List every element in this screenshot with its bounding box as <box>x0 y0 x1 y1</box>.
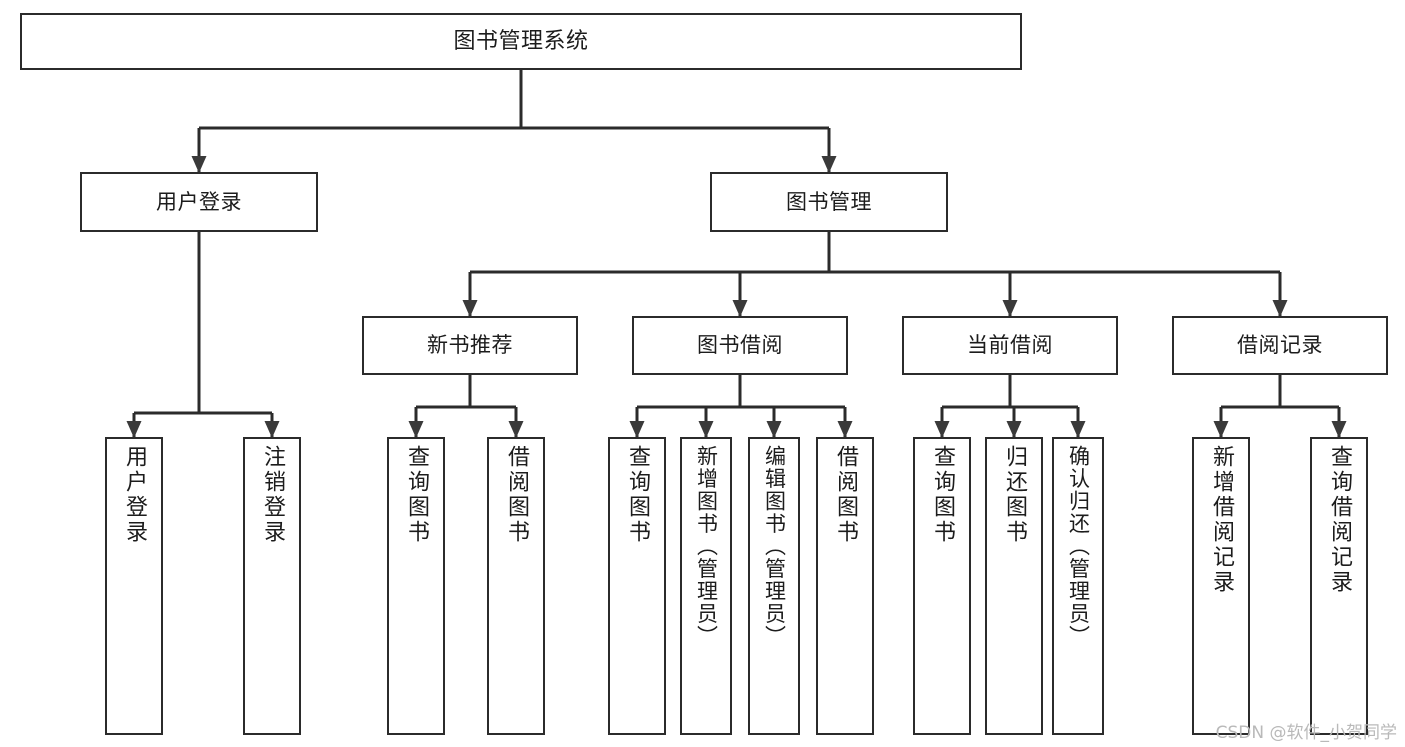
arrowhead-icon <box>1331 421 1347 438</box>
node-label: 用户登录 <box>122 445 147 545</box>
arrowhead-icon <box>766 421 782 438</box>
node-label: 查询借阅记录 <box>1327 445 1352 595</box>
arrowhead-icon <box>508 421 524 438</box>
arrowhead-icon <box>1213 421 1229 438</box>
node-label: 新增图书（管理员） <box>694 445 719 648</box>
node-label: 新书推荐 <box>427 333 513 358</box>
arrowhead-icon <box>126 421 142 438</box>
arrowhead-icon <box>837 421 853 438</box>
arrowhead-icon <box>1002 300 1018 317</box>
node-leaf-add-record[interactable]: 新增借阅记录 <box>1192 437 1250 735</box>
arrowhead-icon <box>934 421 950 438</box>
node-root[interactable]: 图书管理系统 <box>20 13 1022 70</box>
node-leaf-borrow-book-1[interactable]: 借阅图书 <box>487 437 545 735</box>
node-label: 借阅记录 <box>1237 333 1323 358</box>
node-label: 编辑图书（管理员） <box>762 445 787 648</box>
node-label: 当前借阅 <box>967 333 1053 358</box>
node-label: 确认归还（管理员） <box>1066 445 1091 648</box>
node-leaf-add-book[interactable]: 新增图书（管理员） <box>680 437 732 735</box>
node-label: 图书管理 <box>786 189 872 214</box>
node-book-borrow[interactable]: 图书借阅 <box>632 316 848 375</box>
arrowhead-icon <box>1006 421 1022 438</box>
node-label: 借阅图书 <box>504 445 529 545</box>
arrowhead-icon <box>698 421 714 438</box>
arrowhead-icon <box>1272 300 1288 317</box>
watermark: CSDN @软件_小贺同学 <box>1215 723 1397 743</box>
arrowhead-icon <box>1070 421 1086 438</box>
node-leaf-borrow-book-2[interactable]: 借阅图书 <box>816 437 874 735</box>
node-leaf-return-book[interactable]: 归还图书 <box>985 437 1043 735</box>
node-leaf-logout[interactable]: 注销登录 <box>243 437 301 735</box>
node-label: 查询图书 <box>404 445 429 545</box>
node-leaf-query-book-1[interactable]: 查询图书 <box>387 437 445 735</box>
arrowhead-icon <box>462 300 478 317</box>
arrowhead-icon <box>732 300 748 317</box>
node-label: 查询图书 <box>930 445 955 545</box>
node-leaf-query-book-3[interactable]: 查询图书 <box>913 437 971 735</box>
node-leaf-confirm-return[interactable]: 确认归还（管理员） <box>1052 437 1104 735</box>
node-label: 图书借阅 <box>697 333 783 358</box>
arrowhead-icon <box>191 156 207 173</box>
node-label: 注销登录 <box>260 445 285 545</box>
node-new-book-rec[interactable]: 新书推荐 <box>362 316 578 375</box>
node-label: 用户登录 <box>156 189 242 214</box>
node-user-login[interactable]: 用户登录 <box>80 172 318 232</box>
node-label: 图书管理系统 <box>453 28 589 54</box>
arrowhead-icon <box>408 421 424 438</box>
node-label: 查询图书 <box>625 445 650 545</box>
node-borrow-record[interactable]: 借阅记录 <box>1172 316 1388 375</box>
node-leaf-user-login[interactable]: 用户登录 <box>105 437 163 735</box>
arrowhead-icon <box>264 421 280 438</box>
node-leaf-query-book-2[interactable]: 查询图书 <box>608 437 666 735</box>
node-label: 归还图书 <box>1002 445 1027 545</box>
node-label: 借阅图书 <box>833 445 858 545</box>
node-book-mgmt[interactable]: 图书管理 <box>710 172 948 232</box>
node-current-borrow[interactable]: 当前借阅 <box>902 316 1118 375</box>
node-leaf-edit-book[interactable]: 编辑图书（管理员） <box>748 437 800 735</box>
node-leaf-query-record[interactable]: 查询借阅记录 <box>1310 437 1368 735</box>
arrowhead-icon <box>629 421 645 438</box>
node-label: 新增借阅记录 <box>1209 445 1234 595</box>
arrowhead-icon <box>821 156 837 173</box>
